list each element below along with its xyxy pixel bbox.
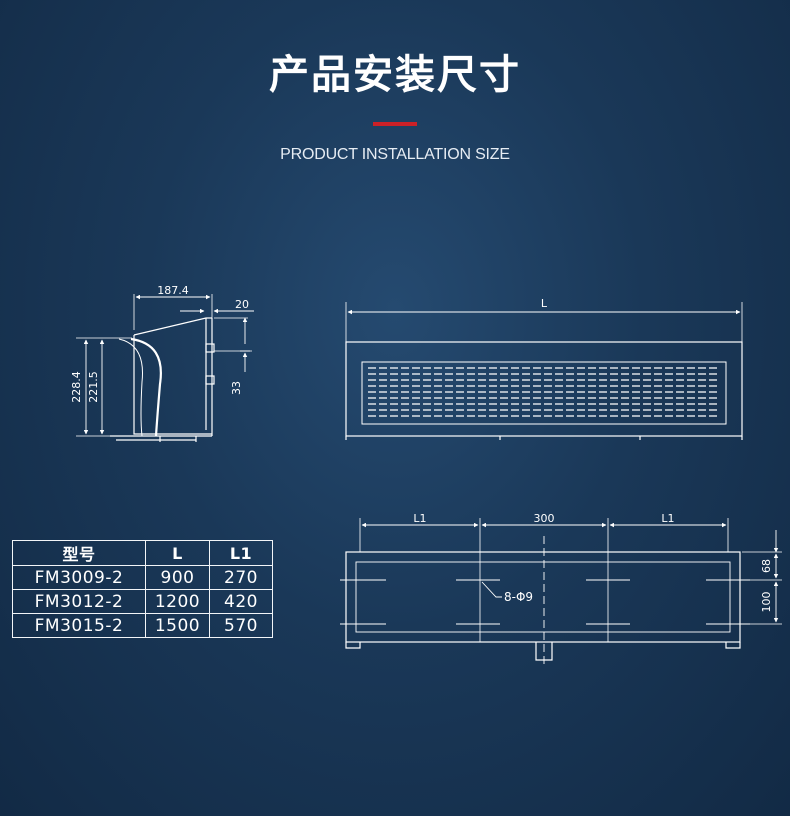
- cell-l1: 270: [209, 565, 273, 590]
- header-model: 型号: [12, 540, 146, 566]
- side-width-dim: 187.4: [157, 284, 189, 297]
- table-header-row: 型号 L L1: [12, 540, 273, 566]
- cell-model: FM3015-2: [12, 613, 146, 638]
- cell-l1: 570: [209, 613, 273, 638]
- mount-upper-dim: 68: [760, 559, 773, 573]
- side-top-dim: 20: [235, 298, 249, 311]
- cell-l: 1200: [145, 589, 210, 614]
- side-inner-height-dim: 221.5: [87, 371, 100, 403]
- front-length-dim: L: [541, 297, 548, 310]
- mount-view-drawing: [340, 518, 782, 668]
- cell-l: 900: [145, 565, 210, 590]
- page-title: 产品安装尺寸: [269, 52, 521, 98]
- mount-center-dim: 300: [534, 512, 555, 525]
- cell-model: FM3012-2: [12, 589, 146, 614]
- front-view-drawing: [345, 302, 743, 440]
- spec-table: 型号 L L1 FM3009-2 900 270 FM3012-2 1200 4…: [12, 540, 273, 638]
- mount-right-dim: L1: [661, 512, 674, 525]
- table-row: FM3015-2 1500 570: [12, 613, 273, 638]
- mount-lower-dim: 100: [760, 592, 773, 613]
- mount-left-dim: L1: [413, 512, 426, 525]
- side-offset-dim: 33: [230, 381, 243, 395]
- table-row: FM3009-2 900 270: [12, 565, 273, 590]
- side-view-drawing: [76, 294, 254, 442]
- mount-hole-label: 8-Φ9: [504, 590, 533, 604]
- cell-l1: 420: [209, 589, 273, 614]
- page-subtitle: PRODUCT INSTALLATION SIZE: [280, 146, 510, 163]
- title-accent-bar: [373, 122, 417, 126]
- cell-l: 1500: [145, 613, 210, 638]
- header-l1: L1: [209, 540, 273, 566]
- side-height-dim: 228.4: [70, 371, 83, 403]
- cell-model: FM3009-2: [12, 565, 146, 590]
- header-l: L: [145, 540, 210, 566]
- table-row: FM3012-2 1200 420: [12, 589, 273, 614]
